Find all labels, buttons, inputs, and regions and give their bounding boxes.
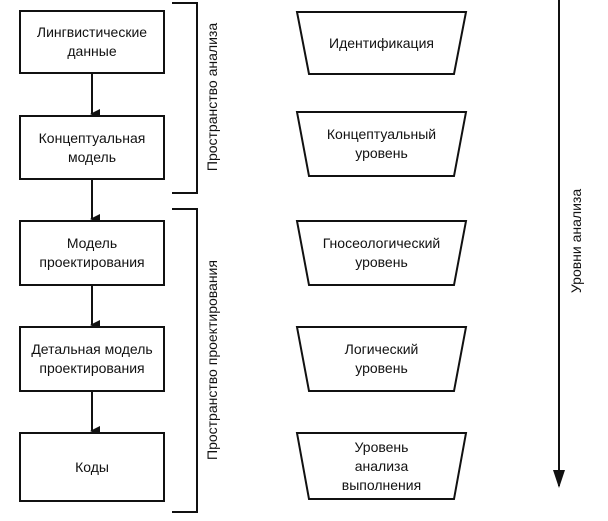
analysis-levels-label: Уровни анализа <box>568 188 584 294</box>
analysis-space-label: Пространство анализа <box>204 22 220 172</box>
box-linguistic-data: Лингвистические данные <box>19 10 165 74</box>
box-detailed-design-model: Детальная модель проектирования <box>19 326 165 392</box>
level-execution-analysis: Уровень анализа выполнения <box>341 438 422 493</box>
level-shape-1 <box>295 11 468 75</box>
level-shape-2 <box>295 111 468 177</box>
level-shape-3 <box>295 220 468 286</box>
design-space-label: Пространство проектирования <box>204 260 220 460</box>
box-conceptual-model: Концептуальная модель <box>19 115 165 180</box>
box-design-model: Модель проектирования <box>19 220 165 286</box>
level-shape-4 <box>295 326 468 392</box>
level-gnoseological: Гносеологический уровень <box>322 235 441 270</box>
box-codes: Коды <box>19 432 165 502</box>
analysis-space-bracket <box>172 2 198 194</box>
level-identification: Идентификация <box>329 34 434 51</box>
level-logical: Логический уровень <box>344 341 419 376</box>
analysis-levels-axis-arrowhead <box>553 470 565 488</box>
level-conceptual: Концептуальный уровень <box>326 126 437 161</box>
design-space-bracket <box>172 208 198 513</box>
level-shape-5 <box>295 432 468 500</box>
